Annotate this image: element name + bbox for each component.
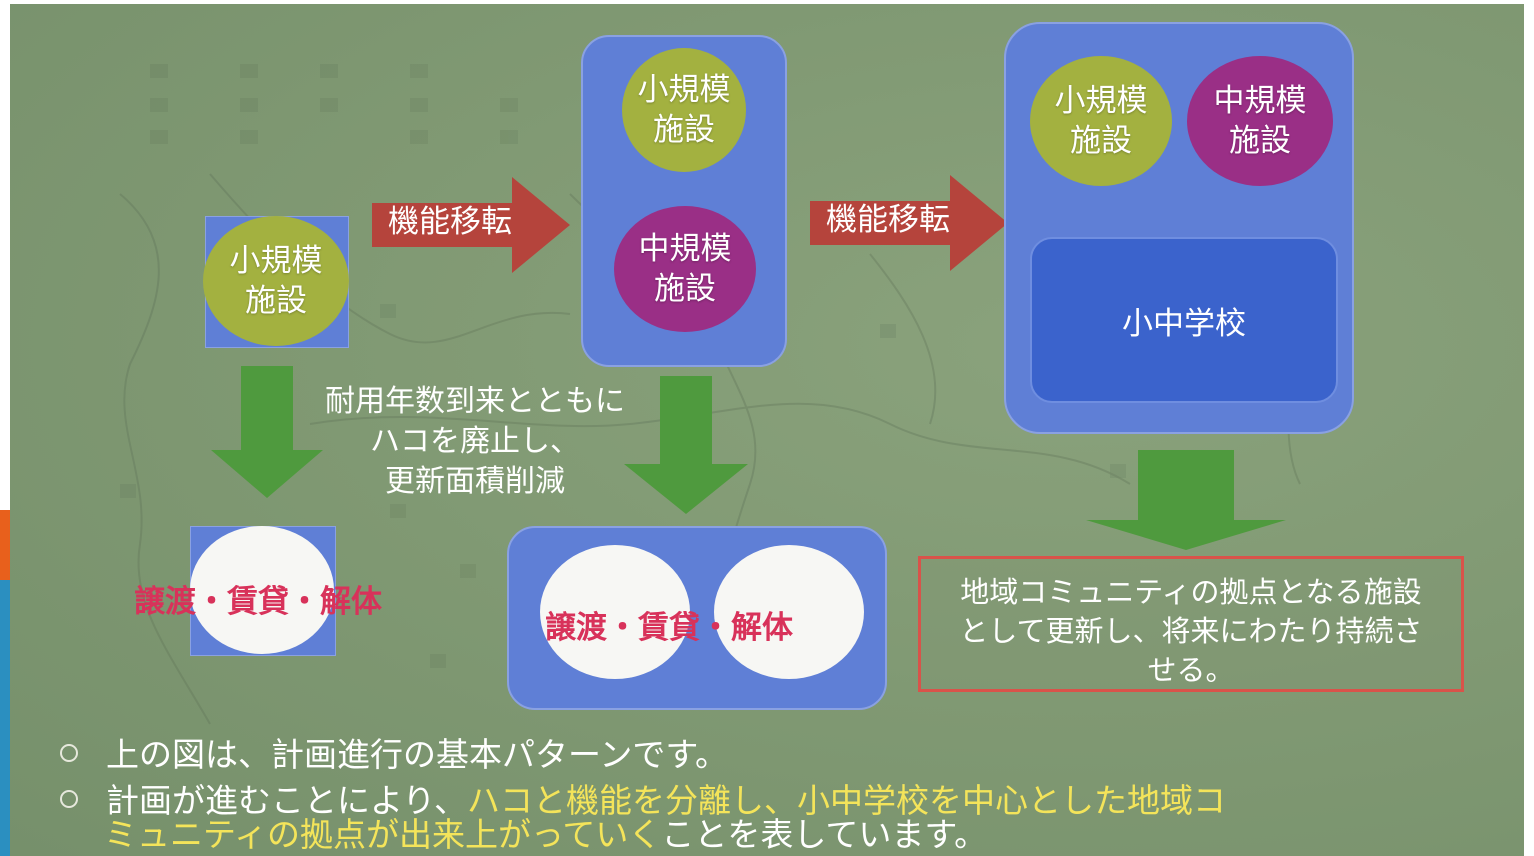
outcome3-box: 地域コミュニティの拠点となる施設 として更新し、将来にわたり持続さ せる。 — [918, 556, 1464, 692]
outcome2-label: 譲渡・賃貸・解体 — [545, 610, 793, 646]
bullet-3-text-b: ことを表しています。 — [661, 815, 988, 854]
down-arrow-stage1 — [211, 366, 323, 498]
stage2-medium-facility-circle: 中規模 施設 — [614, 206, 756, 332]
bullet-2-marker — [60, 790, 78, 808]
down-arrow-stage3 — [1086, 450, 1286, 550]
bullet-1-text: 上の図は、計画進行の基本パターンです。 — [106, 735, 729, 774]
stage1-small-facility-circle: 小規模 施設 — [203, 216, 349, 346]
bullet-2: 計画が進むことにより、ハコと機能を分離し、小中学校を中心とした地域コ — [60, 784, 1226, 818]
side-accent-orange — [0, 510, 10, 580]
middle-note: 耐用年数到来とともに ハコを廃止し、 更新面積削減 — [325, 384, 625, 499]
arrow1-label: 機能移転 — [388, 204, 512, 240]
stage3-small-facility-circle: 小規模 施設 — [1030, 56, 1172, 186]
stage2-small-facility-circle: 小規模 施設 — [622, 48, 746, 172]
bullet-3-text-highlight: ミュニティの拠点が出来上がっていく — [104, 815, 662, 854]
arrow2-right — [810, 175, 1008, 271]
arrow1-right — [372, 177, 570, 273]
outcome1-white-circle — [190, 526, 334, 654]
stage3-medium-facility-circle: 中規模 施設 — [1187, 56, 1333, 186]
bullet-2-continued: ミュニティの拠点が出来上がっていくことを表しています。 — [104, 818, 987, 852]
bullet-1-marker — [60, 744, 78, 762]
outcome1-label: 譲渡・賃貸・解体 — [134, 584, 382, 620]
down-arrow-stage2 — [624, 376, 748, 514]
school-label: 小中学校 — [1122, 305, 1246, 342]
bullet-2-text-a: 計画が進むことにより、 — [106, 781, 468, 820]
outcome2-left-white-circle — [540, 545, 690, 679]
bullet-2-text-highlight: ハコと機能を分離し、小中学校を中心とした地域コ — [467, 781, 1227, 820]
school-box: 小中学校 — [1030, 237, 1338, 403]
side-accent-blue — [0, 580, 10, 856]
bullet-1: 上の図は、計画進行の基本パターンです。 — [60, 738, 728, 772]
slide: 小規模 施設 機能移転 小規模 施設 中規模 施設 機能移転 小規模 施設 中規… — [10, 4, 1524, 856]
arrow2-label: 機能移転 — [826, 202, 950, 238]
outcome2-right-white-circle — [714, 545, 864, 679]
